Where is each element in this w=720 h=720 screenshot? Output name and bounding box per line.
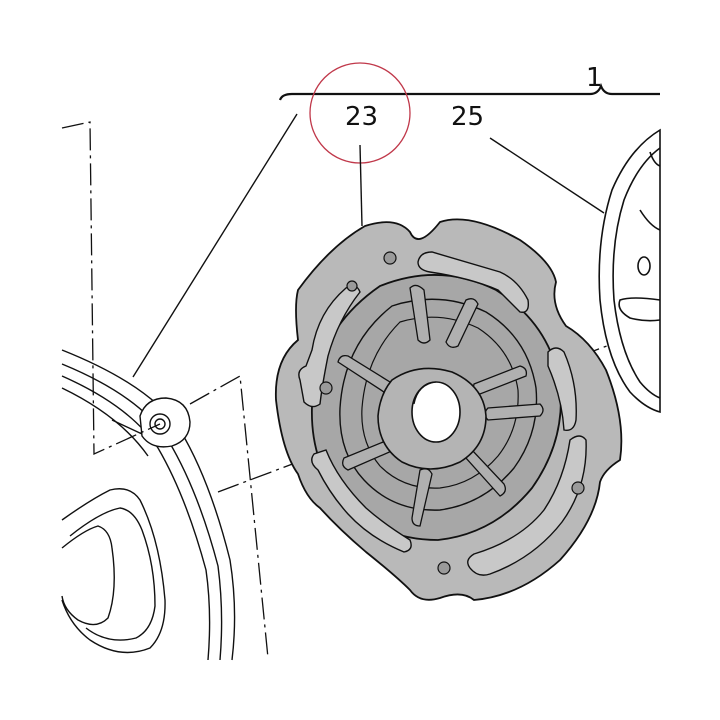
- assembly-bracket: [278, 82, 660, 101]
- part-25-cover: [598, 128, 661, 414]
- part-23-disc: [274, 218, 623, 601]
- callout-part-23: 23: [345, 102, 378, 132]
- callout-assembly-number: 1: [586, 63, 603, 93]
- leader-line-bracket: [132, 113, 298, 378]
- leader-line-23: [359, 144, 363, 227]
- callout-part-25: 25: [451, 102, 484, 132]
- leader-line-25: [489, 137, 605, 214]
- left-housing: [61, 349, 236, 661]
- leader-lines: [132, 113, 605, 378]
